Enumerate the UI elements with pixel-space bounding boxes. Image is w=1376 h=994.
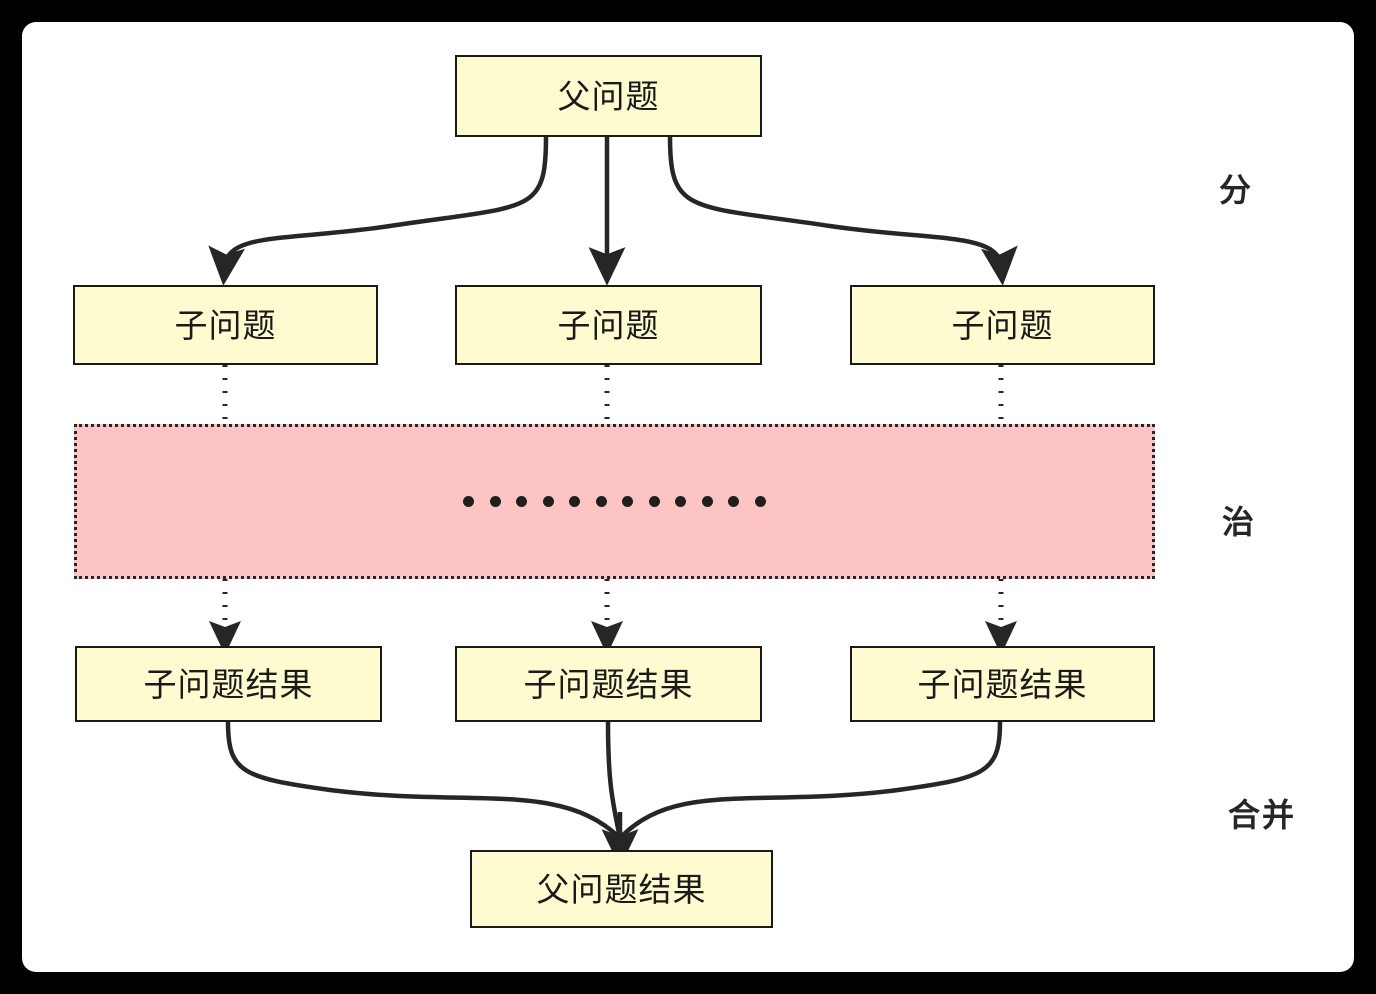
ellipsis-dot [754,496,766,507]
ellipsis-dot [463,496,475,507]
ellipsis-dots [463,496,766,507]
ellipsis-dot [701,496,713,507]
node-sub-problem-3-label: 子问题 [951,305,1054,345]
phase-label-divide: 分 [1219,171,1254,209]
node-sub-problem-2[interactable]: 子问题 [455,285,762,365]
ellipsis-dot [489,496,501,507]
node-sub-problem-1[interactable]: 子问题 [73,285,378,365]
ellipsis-dot [542,496,554,507]
node-sub-result-2[interactable]: 子问题结果 [455,646,762,722]
processing-region[interactable] [74,424,1155,579]
ellipsis-dot [622,496,634,507]
ellipsis-dot [675,496,687,507]
phase-label-merge: 合并 [1228,796,1297,834]
node-sub-result-1[interactable]: 子问题结果 [75,646,382,722]
node-sub-problem-3[interactable]: 子问题 [850,285,1155,365]
node-sub-result-2-label: 子问题结果 [523,664,694,704]
ellipsis-dot [648,496,660,507]
node-sub-result-1-label: 子问题结果 [143,664,314,704]
ellipsis-dot [516,496,528,507]
phase-label-conquer: 治 [1222,503,1257,541]
ellipsis-dot [728,496,740,507]
node-sub-result-3[interactable]: 子问题结果 [850,646,1155,722]
node-parent-result-label: 父问题结果 [536,869,707,909]
node-parent-problem[interactable]: 父问题 [455,55,762,137]
node-parent-problem-label: 父问题 [557,76,660,116]
node-parent-result[interactable]: 父问题结果 [470,850,773,928]
node-sub-problem-2-label: 子问题 [557,305,660,345]
node-sub-problem-1-label: 子问题 [174,305,277,345]
ellipsis-dot [595,496,607,507]
ellipsis-dot [569,496,581,507]
node-sub-result-3-label: 子问题结果 [917,664,1088,704]
